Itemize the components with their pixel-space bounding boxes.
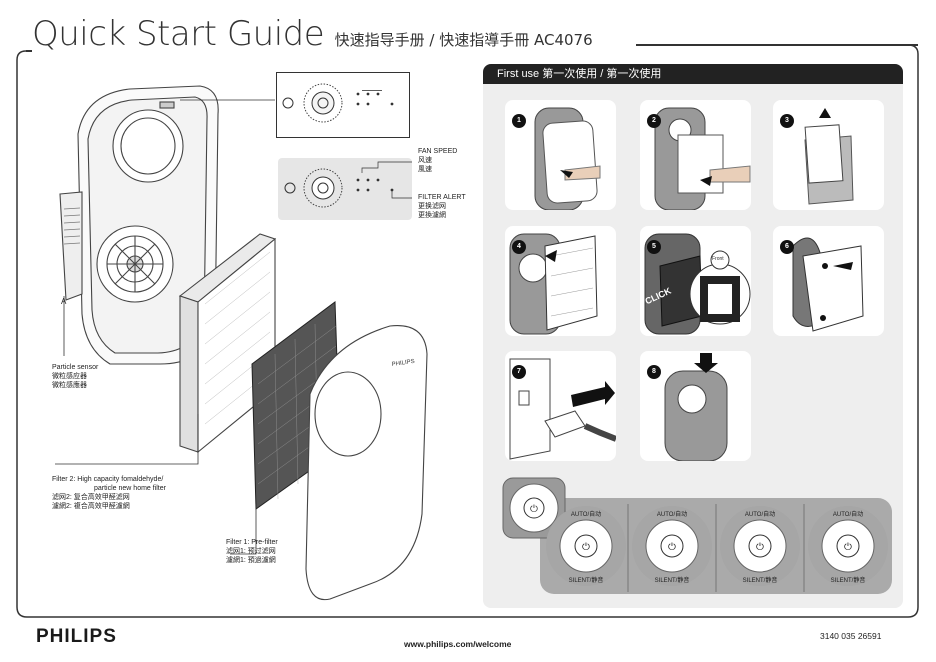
- svg-text:SILENT/静音: SILENT/静音: [831, 576, 866, 584]
- dial-group: [627, 504, 805, 592]
- svg-text:SILENT/静音: SILENT/静音: [569, 576, 604, 584]
- filter-2-label: Filter 2: High capacity fomaldehyde/ par…: [52, 476, 166, 510]
- front-label: Front: [712, 256, 724, 262]
- svg-text:SILENT/静音: SILENT/静音: [743, 576, 778, 584]
- first-use-header: First use 第一次使用 / 第一次使用: [483, 64, 903, 84]
- step-2-card: 2: [640, 100, 751, 210]
- step-3-card: 3: [773, 100, 884, 210]
- step-4-number: 4: [512, 240, 526, 254]
- step-8-number: 8: [647, 365, 661, 379]
- guide-subtitle: 快速指导手册 / 快速指導手冊 AC4076: [334, 31, 593, 49]
- power-icon: ⏻: [530, 504, 538, 515]
- svg-text:⏻: ⏻: [582, 542, 590, 553]
- control-panel-callout-detail: [278, 158, 412, 220]
- cover-brand-mark: PHILIPS: [391, 359, 415, 368]
- svg-text:⏻: ⏻: [844, 542, 852, 553]
- svg-text:SILENT/静音: SILENT/静音: [655, 576, 690, 584]
- control-panel-strip: ⏻ AUTO/自动 SILENT/静音 ⏻ AUTO/自动 SILENT/静音 …: [502, 477, 892, 594]
- document-code: 3140 035 26591: [820, 631, 882, 641]
- guide-title: Quick Start Guide: [32, 14, 325, 54]
- svg-text:AUTO/自动: AUTO/自动: [657, 510, 687, 518]
- step-6-card: 6: [773, 226, 884, 336]
- title-rule-right: [636, 44, 918, 46]
- step-2-number: 2: [647, 114, 661, 128]
- filter-alert-label: FILTER ALERT 更换滤网 更換濾網: [418, 194, 466, 219]
- front-cover: PHILIPS: [305, 325, 428, 601]
- svg-text:AUTO/自动: AUTO/自动: [833, 510, 863, 518]
- title-rule-left: [26, 50, 32, 52]
- step-4-card: 4: [505, 226, 616, 336]
- particle-sensor-label: Particle sensor 微粒感应器 微粒感應器: [52, 364, 99, 389]
- marker-a-label: A: [61, 297, 67, 306]
- svg-text:⏻: ⏻: [756, 542, 764, 553]
- step-7-card: 7: [505, 351, 616, 461]
- svg-text:AUTO/自动: AUTO/自动: [571, 510, 601, 518]
- step-5-number: 5: [647, 240, 661, 254]
- filter-1-label: Filter 1: Pre-filter 滤网1: 预过滤网 濾網1: 預過濾網: [226, 539, 278, 564]
- fan-speed-label: FAN SPEED 风速 風速: [418, 148, 458, 173]
- footer-url[interactable]: www.philips.com/welcome: [404, 639, 512, 649]
- step-6-number: 6: [780, 240, 794, 254]
- svg-text:AUTO/自动: AUTO/自动: [745, 510, 775, 518]
- step-1-card: 1: [505, 100, 616, 210]
- step-8-card: 8: [640, 351, 751, 461]
- page-title: Quick Start Guide 快速指导手册 / 快速指導手冊 AC4076: [32, 14, 593, 54]
- step-1-number: 1: [512, 114, 526, 128]
- step-3-number: 3: [780, 114, 794, 128]
- step-7-number: 7: [512, 365, 526, 379]
- philips-logo: PHILIPS: [36, 626, 117, 647]
- control-panel-callout-top: [276, 72, 410, 138]
- exploded-view-illustration: PHILIPS: [55, 85, 428, 601]
- svg-text:⏻: ⏻: [668, 542, 676, 553]
- step-5-card: CLICK Front 5: [640, 226, 751, 336]
